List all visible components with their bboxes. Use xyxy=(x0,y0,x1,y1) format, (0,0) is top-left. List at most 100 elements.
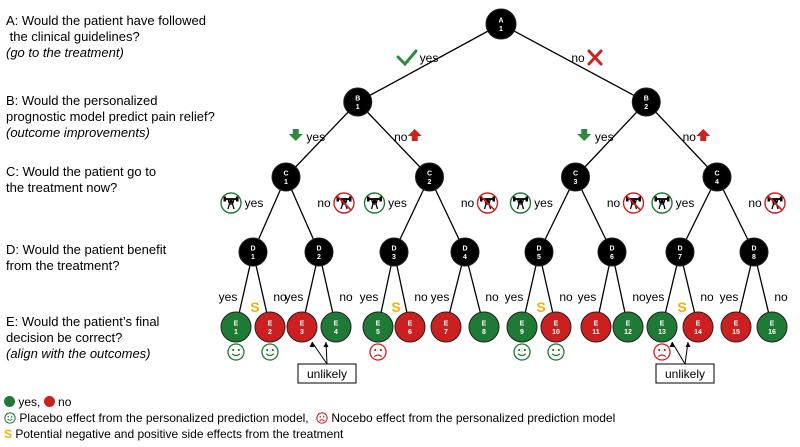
legend-placebo-text: Placebo effect from the personalized pre… xyxy=(19,411,309,425)
node-e2-number: 2 xyxy=(268,329,272,336)
node-e7-circle xyxy=(430,311,462,343)
question-d-line2: from the treatment? xyxy=(6,258,120,273)
legend-colors: yes, no xyxy=(4,395,71,410)
nocebo-frown-icon xyxy=(316,412,328,424)
unlikely-label: unlikely xyxy=(665,367,705,381)
node-e12: E12 xyxy=(612,311,644,343)
node-e13-number: 13 xyxy=(658,329,666,336)
weightlifter-not-go-icon xyxy=(333,192,355,214)
label-b-yes: yes xyxy=(595,130,614,144)
node-c3: C3 xyxy=(561,162,590,192)
label-c-no: no xyxy=(607,196,621,210)
legend-yes-text: yes, xyxy=(18,395,41,409)
node-e5-letter: E xyxy=(376,321,381,328)
node-c4: C4 xyxy=(702,162,732,192)
node-e15: E15 xyxy=(720,311,752,343)
node-b1: B1 xyxy=(343,87,373,117)
node-c3-number: 3 xyxy=(574,179,578,186)
node-e2-circle xyxy=(254,311,286,343)
node-a1-circle xyxy=(485,8,517,40)
question-c: C: Would the patient go to the treatment… xyxy=(6,164,156,196)
question-c-line2: the treatment now? xyxy=(6,180,118,195)
node-d7-letter: D xyxy=(677,246,682,253)
cross-icon xyxy=(587,49,603,66)
node-d1: D1 xyxy=(238,237,268,267)
node-d1-circle xyxy=(238,237,268,267)
check-icon xyxy=(396,49,418,67)
weightlifter-go-icon xyxy=(651,192,673,214)
node-e15-letter: E xyxy=(734,321,739,328)
question-e-line3: (align with the outcomes) xyxy=(6,346,151,361)
legend-side-effects-text: Potential negative and positive side eff… xyxy=(15,427,344,441)
node-e9-number: 9 xyxy=(520,329,524,336)
node-b2-letter: B xyxy=(644,96,649,103)
tree-edge xyxy=(575,101,647,178)
node-e1-circle xyxy=(220,311,252,343)
node-d5-number: 5 xyxy=(537,254,541,261)
node-d8-letter: D xyxy=(751,246,756,253)
node-b1-number: 1 xyxy=(356,104,360,111)
legend-green-dot xyxy=(4,396,15,407)
node-a1: A1 xyxy=(485,8,517,40)
node-e11-number: 11 xyxy=(592,329,600,336)
node-e13: E13 xyxy=(646,311,678,343)
question-b-line1: B: Would the personalized xyxy=(6,93,158,108)
node-e14-letter: E xyxy=(696,321,701,328)
node-d1-letter: D xyxy=(250,246,255,253)
label-d-no: no xyxy=(774,290,788,304)
node-e11-letter: E xyxy=(594,321,599,328)
label-c-no: no xyxy=(461,196,475,210)
node-d2-number: 2 xyxy=(317,254,321,261)
node-e13-letter: E xyxy=(660,321,665,328)
node-e8-letter: E xyxy=(482,321,487,328)
question-e-line2: decision be correct? xyxy=(6,330,123,345)
node-e9-circle xyxy=(506,311,538,343)
label-c-no: no xyxy=(317,196,331,210)
tree-edge xyxy=(285,101,359,178)
node-e6-letter: E xyxy=(408,321,413,328)
weightlifter-not-go-icon xyxy=(476,192,499,214)
node-c3-circle xyxy=(561,162,590,192)
node-e7-letter: E xyxy=(444,321,449,328)
node-e14-number: 14 xyxy=(694,329,702,336)
s-marker: S xyxy=(250,299,259,315)
legend-side-effects: S Potential negative and positive side e… xyxy=(4,427,343,442)
label-c-no: no xyxy=(748,196,762,210)
node-e1: E1 xyxy=(220,311,252,343)
node-e16-letter: E xyxy=(770,321,775,328)
node-c2-circle xyxy=(415,162,444,192)
legend-nocebo-text: Nocebo effect from the personalized pred… xyxy=(331,411,616,425)
node-e2-letter: E xyxy=(268,321,273,328)
question-d: D: Would the patient benefit from the tr… xyxy=(6,242,166,274)
node-b2: B2 xyxy=(631,87,661,117)
node-d3-circle xyxy=(379,237,409,267)
node-d6-circle xyxy=(597,237,627,267)
node-c1: C1 xyxy=(271,162,301,192)
node-e6: E6 xyxy=(394,311,426,343)
legend-s-symbol: S xyxy=(4,427,13,441)
node-e4-number: 4 xyxy=(334,329,338,336)
node-e5-circle xyxy=(362,311,394,343)
weightlifter-not-go-icon xyxy=(764,192,786,214)
unlikely-callout: unlikely xyxy=(655,341,715,384)
node-e8-number: 8 xyxy=(482,329,486,336)
down-arrow-icon xyxy=(288,129,303,141)
label-d-no: no xyxy=(273,290,287,304)
node-e4: E4 xyxy=(320,311,352,343)
node-a1-letter: A xyxy=(498,18,503,25)
node-c2-number: 2 xyxy=(428,179,432,186)
node-e3-number: 3 xyxy=(300,329,304,336)
node-c4-circle xyxy=(702,162,732,192)
label-c-yes: yes xyxy=(245,196,264,210)
legend-effects: Placebo effect from the personalized pre… xyxy=(4,411,615,426)
label-d-yes: yes xyxy=(360,290,379,304)
question-a-line2: the clinical guidelines? xyxy=(6,29,140,44)
node-d4-circle xyxy=(450,237,480,267)
node-e5: E5 xyxy=(362,311,394,343)
label-d-no: no xyxy=(339,290,353,304)
node-e10-letter: E xyxy=(554,321,559,328)
node-e6-circle xyxy=(394,311,426,343)
node-d8-number: 8 xyxy=(752,254,756,261)
label-d-yes: yes xyxy=(505,290,524,304)
